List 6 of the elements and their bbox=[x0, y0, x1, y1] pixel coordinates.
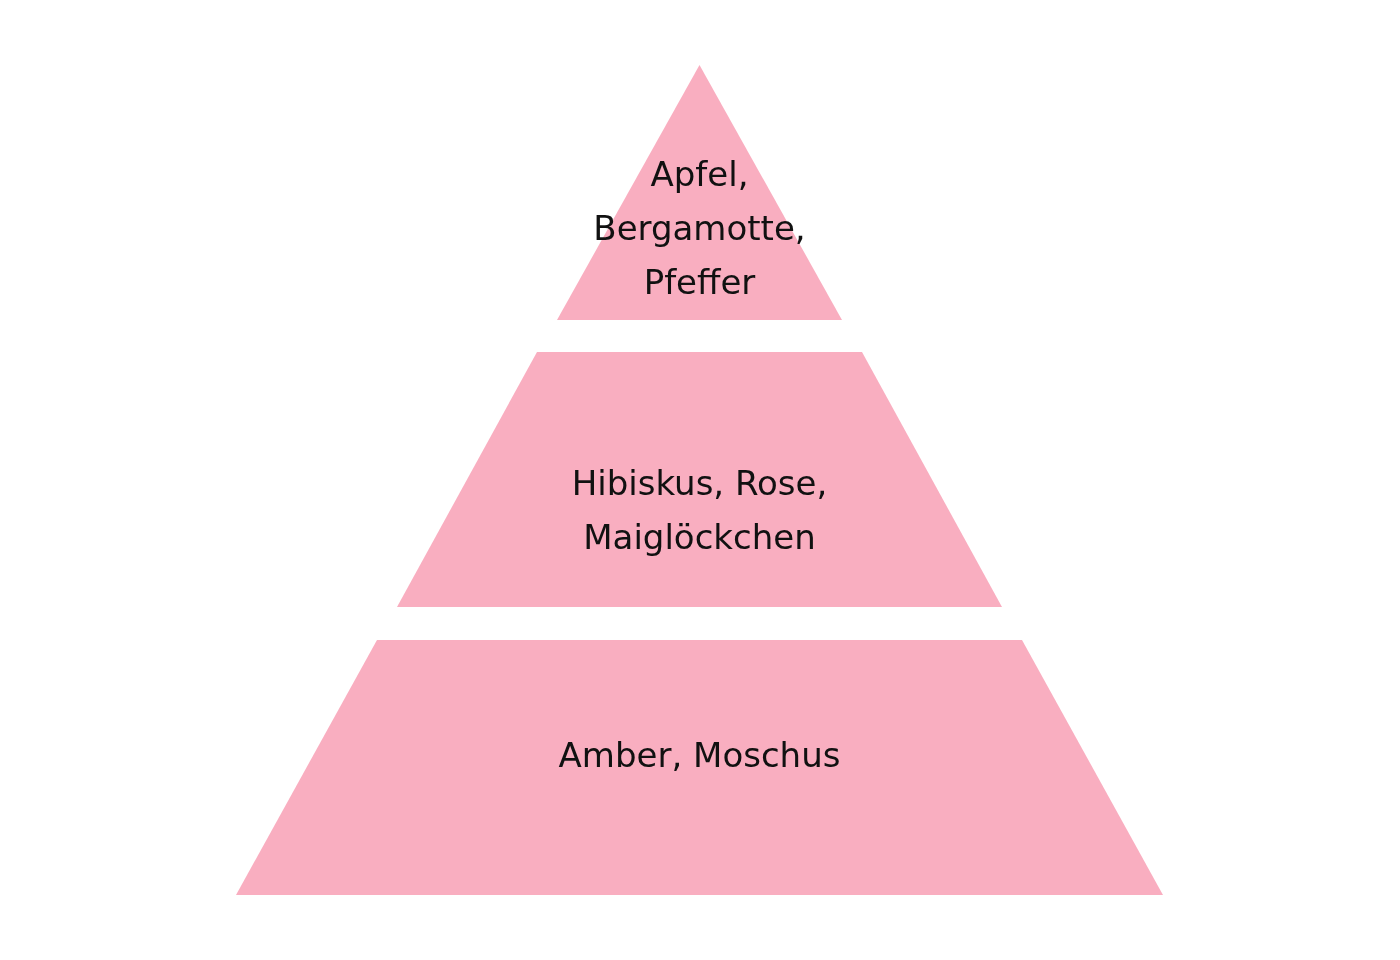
pyramid-tier bbox=[397, 352, 1002, 607]
tier-text: Amber, Moschus bbox=[557, 733, 842, 777]
pyramid-tier bbox=[236, 640, 1163, 895]
pyramid-tier bbox=[557, 65, 842, 320]
tier-text: Hibiskus, Rose, Maiglöckchen bbox=[570, 462, 829, 560]
tier-text: Apfel, Bergamotte, Pfeffer bbox=[592, 153, 807, 305]
